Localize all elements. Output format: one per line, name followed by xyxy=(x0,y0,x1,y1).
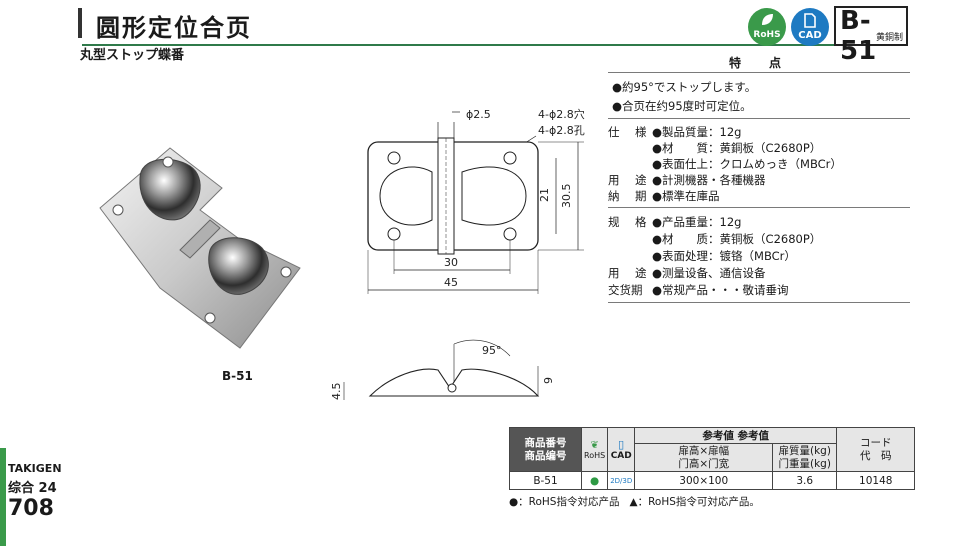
dim-21: 21 xyxy=(538,188,551,202)
spec-jp-label: 仕 様 xyxy=(608,125,649,139)
row-rohs: ● xyxy=(580,471,609,490)
page-subtitle: 丸型ストップ蝶番 xyxy=(80,48,185,63)
table-header-kcode: コード 代 码 xyxy=(836,427,916,472)
spec-jp-value: ●製品質量：12g xyxy=(652,125,742,139)
model-material: 黄銅制 xyxy=(875,33,903,43)
feature-bullet-jp: ●約95°でストップします。 xyxy=(612,80,757,94)
spec-jp-value: ●表面仕上：クロムめっき（MBCr） xyxy=(652,157,842,171)
title-underline xyxy=(82,44,842,46)
model-code-box: B-51 黄銅制 xyxy=(834,6,908,66)
spec-cn-row: ●表面处理：镀铬（MBCr） xyxy=(608,248,796,264)
row-weight: 3.6 xyxy=(772,471,838,490)
side-tab xyxy=(0,448,6,546)
table-header-code: 商品番号 商品编号 xyxy=(509,427,582,472)
technical-drawing: ϕ2.5 4-ϕ2.8穴 4-ϕ2.8孔 21 30.5 30 45 95° 9… xyxy=(330,107,585,401)
leaf-icon xyxy=(762,14,773,25)
spec-jp-row: 仕 様●製品質量：12g xyxy=(608,124,741,140)
row-kcode: 10148 xyxy=(836,471,916,490)
side-page-block: TAKIGEN 综合 24 708 xyxy=(8,462,70,521)
spec-cn-label: 用 途 xyxy=(608,266,649,280)
brand-name: TAKIGEN xyxy=(8,462,62,475)
cad-badge[interactable]: CAD xyxy=(791,8,829,46)
spec-jp-label: 用 途 xyxy=(608,173,649,187)
angle-label: 95° xyxy=(482,344,502,357)
spec-cn-row: 规 格●产品重量：12g xyxy=(608,214,741,230)
spec-rule xyxy=(608,207,910,208)
title-bar: 圆形定位合页 xyxy=(78,8,970,46)
product-table: 商品番号 商品编号 ❦ RoHS ▯ CAD 参考値 参考值 コード 代 码 扉… xyxy=(509,427,916,490)
table-header-rohs-label: RoHS xyxy=(584,450,606,460)
row-code: B-51 xyxy=(509,471,582,490)
dim-30: 30 xyxy=(444,256,458,269)
dim-45: 45 xyxy=(444,276,458,289)
product-photo xyxy=(99,147,301,349)
document-icon: ▯ xyxy=(618,438,625,451)
spec-cn-value: ●测量设备、通信设备 xyxy=(652,266,766,280)
dim-4-5: 4.5 xyxy=(330,383,343,401)
leaf-icon: ❦ xyxy=(590,439,599,451)
spec-jp-row: 用 途●計測機器・各種機器 xyxy=(608,172,766,188)
legend-dot: ●：RoHS指令対応产品 xyxy=(509,496,620,508)
spec-cn-label: 规 格 xyxy=(608,215,649,229)
rohs-badge-label: RoHS xyxy=(753,30,781,40)
spec-jp-row: 納 期●標準在庫品 xyxy=(608,188,720,204)
model-code: B-51 xyxy=(840,6,877,66)
table-row: B-51 ● 2D/3D 300×100 3.6 10148 xyxy=(509,471,916,490)
spec-jp-value: ●計測機器・各種機器 xyxy=(652,173,766,187)
spec-cn-value: ●常规产品・・・敬请垂询 xyxy=(652,283,789,297)
spec-jp-value: ●材 質：黄銅板（C2680P） xyxy=(652,141,822,155)
spec-jp-row: ●表面仕上：クロムめっき（MBCr） xyxy=(608,156,842,172)
spec-cn-value: ●材 质：黄铜板（C2680P） xyxy=(652,232,822,246)
dim-30-5: 30.5 xyxy=(560,184,573,209)
photo-caption: B-51 xyxy=(222,369,253,383)
legend: ●：RoHS指令対応产品 ▲：RoHS指令可対応产品。 xyxy=(509,494,760,509)
feature-bullet-cn: ●合页在约95度时可定位。 xyxy=(612,99,752,113)
table-header-size: 扉高×扉幅 门高×门宽 xyxy=(634,443,774,472)
features-rule-top xyxy=(608,72,910,73)
document-icon xyxy=(804,13,816,28)
table-header-cad-label: CAD xyxy=(610,451,632,461)
spec-cn-value: ●产品重量：12g xyxy=(652,215,742,229)
table-header-weight: 扉質量(kg) 门重量(kg) xyxy=(772,443,838,472)
spec-cn-row: 交货期 ●常规产品・・・敬请垂询 xyxy=(608,282,789,298)
cad-badge-label: CAD xyxy=(798,30,822,41)
row-cad[interactable]: 2D/3D xyxy=(607,471,636,490)
page-title: 圆形定位合页 xyxy=(96,14,252,42)
catalog-section: 综合 24 xyxy=(8,481,57,496)
table-header-ref: 参考値 参考值 xyxy=(634,427,838,444)
table-header-rohs: ❦ RoHS xyxy=(580,427,609,472)
features-heading: 特 点 xyxy=(728,56,789,70)
spec-jp-label: 納 期 xyxy=(608,189,649,203)
page-number: 708 xyxy=(8,496,54,521)
spec-jp-row: ●材 質：黄銅板（C2680P） xyxy=(608,140,821,156)
hole-diameter-label: ϕ2.5 xyxy=(466,108,491,121)
spec-jp-value: ●標準在庫品 xyxy=(652,189,720,203)
features-rule-mid xyxy=(608,118,910,119)
legend-triangle: ▲：RoHS指令可対応产品。 xyxy=(629,496,760,508)
spec-rule-bottom xyxy=(608,302,910,303)
spec-cn-row: 用 途●测量设备、通信设备 xyxy=(608,265,766,281)
spec-cn-value: ●表面处理：镀铬（MBCr） xyxy=(652,249,796,263)
table-header-cad: ▯ CAD xyxy=(607,427,636,472)
spec-cn-row: ●材 质：黄铜板（C2680P） xyxy=(608,231,821,247)
spec-cn-label: 交货期 xyxy=(608,283,643,297)
rohs-badge: RoHS xyxy=(748,8,786,46)
row-size: 300×100 xyxy=(634,471,774,490)
dim-9: 9 xyxy=(542,377,555,384)
holes-jp-label: 4-ϕ2.8穴 xyxy=(538,107,585,121)
holes-cn-label: 4-ϕ2.8孔 xyxy=(538,124,585,137)
